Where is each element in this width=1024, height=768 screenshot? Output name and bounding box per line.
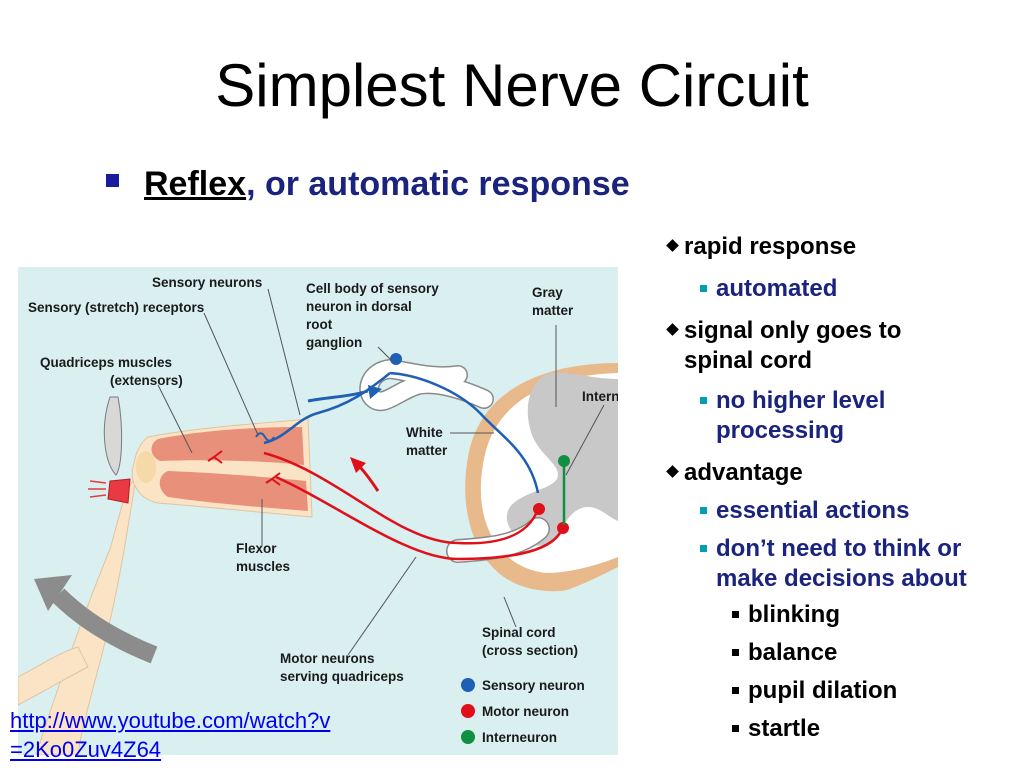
label-quadriceps-line1: Quadriceps muscles [40, 355, 172, 370]
label-motor-line1: Motor neurons [280, 651, 375, 666]
bullet-automated: automated [700, 274, 837, 304]
label-spinal-line1: Spinal cord [482, 625, 556, 640]
square-bullet-icon [732, 611, 739, 618]
bullet-pupil-dilation: pupil dilation [732, 676, 897, 706]
leg-motion-arrow [51, 588, 158, 664]
quadriceps-muscle [151, 427, 304, 465]
label-cell-body-line4: ganglion [306, 335, 362, 350]
square-bullet-icon [732, 687, 739, 694]
label-stretch-receptors: Sensory (stretch) receptors [28, 300, 204, 315]
kneecap [136, 451, 156, 483]
square-bullet-icon [700, 507, 707, 514]
reflex-arc-diagram: Sensory neurons Sensory (stretch) recept… [18, 267, 618, 755]
label-gray-line2: matter [532, 303, 574, 318]
square-bullet-icon [732, 725, 739, 732]
label-quadriceps-line2: (extensors) [110, 373, 183, 388]
label-sensory-neurons: Sensory neurons [152, 275, 262, 290]
label-white-line1: White [406, 425, 443, 440]
label-flexor-line1: Flexor [236, 541, 277, 556]
label-cell-body-line1: Cell body of sensory [306, 281, 439, 296]
subtitle-keyword: Reflex [144, 165, 247, 203]
diagram-legend: Sensory neuron Motor neuron Interneuron [461, 678, 585, 745]
sensory-neuron-path [255, 353, 540, 494]
legend-sensory-label: Sensory neuron [482, 678, 585, 693]
subtitle-rest: , or automatic response [246, 165, 630, 203]
bullet-no-higher-processing: no higher level processing [700, 386, 885, 446]
youtube-link[interactable]: http://www.youtube.com/watch?v=2Ko0Zuv4Z… [10, 708, 331, 763]
bullet-signal-spinal-cord: signal only goes to spinal cord [666, 316, 901, 376]
bullet-essential-actions: essential actions [700, 496, 909, 526]
legend-inter-label: Interneuron [482, 730, 557, 745]
slide-title: Simplest Nerve Circuit [215, 52, 809, 119]
legend-motor-dot [461, 704, 475, 718]
reflex-hammer-icon [88, 396, 131, 504]
label-flexor-line2: muscles [236, 559, 290, 574]
bullet-blinking: blinking [732, 600, 840, 630]
square-bullet-icon [700, 285, 707, 292]
square-bullet-icon [700, 545, 707, 552]
interneuron-path [558, 455, 570, 525]
leg-illustration [18, 418, 313, 755]
legend-motor-label: Motor neuron [482, 704, 569, 719]
motor-neuron-path [207, 450, 569, 561]
label-white-line2: matter [406, 443, 448, 458]
label-cell-body-line2: neuron in dorsal [306, 299, 412, 314]
label-gray-line1: Gray [532, 285, 563, 300]
label-interneurons: Interneurons [582, 389, 618, 404]
bullet-rapid-response: rapid response [666, 232, 856, 262]
bullet-dont-need-to-think: don’t need to think or make decisions ab… [700, 534, 967, 594]
legend-inter-dot [461, 730, 475, 744]
square-bullet-icon [106, 174, 119, 187]
bullet-advantage: advantage [666, 458, 803, 488]
square-bullet-icon [732, 649, 739, 656]
legend-sensory-dot [461, 678, 475, 692]
bullet-startle: startle [732, 714, 820, 744]
square-bullet-icon [700, 397, 707, 404]
flexor-muscle [159, 471, 308, 511]
bullet-balance: balance [732, 638, 837, 668]
label-spinal-line2: (cross section) [482, 643, 578, 658]
label-cell-body-line3: root [306, 317, 333, 332]
label-motor-line2: serving quadriceps [280, 669, 404, 684]
subtitle-text: Reflex, or automatic response [144, 164, 630, 205]
